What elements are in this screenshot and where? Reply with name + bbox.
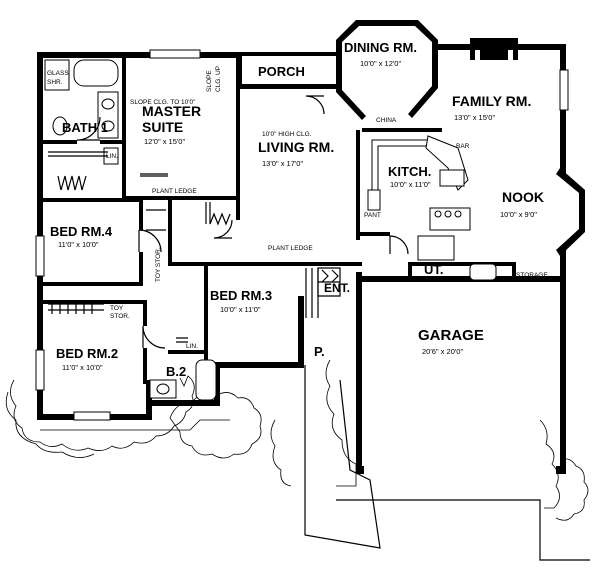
dining-room-dims: 10'0" x 12'0" (360, 59, 401, 68)
garage-dims: 20'6" x 20'0" (422, 347, 463, 356)
bed4-label: BED RM.4 (50, 224, 113, 239)
master-suite-dims: 12'0" x 15'0" (144, 137, 185, 146)
high-ceiling-note: 10'0" HIGH CLG. (262, 131, 312, 138)
glass-shower (44, 59, 70, 91)
room-labels: DINING RM. 10'0" x 12'0" FAMILY RM. 13'0… (50, 40, 544, 379)
windows (35, 49, 569, 421)
living-room-dims: 13'0" x 17'0" (262, 159, 303, 168)
closets (48, 151, 319, 318)
porch-label: PORCH (258, 64, 305, 79)
bath1-label: BATH 1 (62, 120, 108, 135)
toilet-1 (52, 116, 68, 136)
garage-label: GARAGE (418, 327, 484, 344)
master-suite-label-1: MASTER (142, 103, 201, 119)
bar (439, 169, 465, 187)
interior-walls (43, 58, 516, 384)
glass-shower-note-1: GLASS (47, 70, 69, 77)
living-room-label: LIVING RM. (258, 139, 334, 155)
doors (76, 95, 409, 349)
plan-notes: GLASS SHR. SLOPE CLG. TO 10'0" SLOPE CLG… (47, 66, 548, 350)
bath2-label: B.2 (166, 364, 186, 379)
plant-ledge-note-2: PLANT LEDGE (268, 245, 313, 252)
linen-note-1: LIN. (106, 153, 118, 160)
bath1-fixtures (44, 59, 119, 165)
bed3-label: BED RM.3 (210, 288, 272, 303)
bar-note: BAR (456, 143, 470, 150)
bed4-dims: 11'0" x 10'0" (58, 240, 99, 249)
bed3-dims: 10'0" x 11'0" (220, 305, 261, 314)
walkway (304, 365, 590, 561)
entry-label: ENT. (324, 281, 350, 295)
plant-ledge-note-1: PLANT LEDGE (152, 188, 197, 195)
bathtub-2 (195, 359, 217, 401)
master-suite-label-2: SUITE (142, 119, 183, 135)
dining-room-label: DINING RM. (344, 40, 417, 55)
nook-label: NOOK (502, 189, 544, 205)
family-room-label: FAMILY RM. (452, 93, 531, 109)
patio-label: P. (314, 344, 325, 359)
toy-storage-note-vertical: TOY STOR. (155, 247, 162, 282)
bed2-dims: 11'0" x 10'0" (62, 363, 103, 372)
bathtub-1 (73, 59, 119, 87)
storage-note: STORAGE (516, 272, 548, 279)
kitchen-dims: 10'0" x 11'0" (390, 180, 431, 189)
utility-label: UT. (424, 262, 444, 277)
bed2-label: BED RM.2 (56, 346, 118, 361)
family-room-dims: 13'0" x 15'0" (454, 113, 495, 122)
landscaping-right (270, 359, 589, 521)
entry-stairs (317, 267, 341, 297)
toy-storage-note-2: STOR. (110, 313, 130, 320)
kitchen-label: KITCH. (388, 164, 431, 179)
china-note: CHINA (376, 117, 397, 124)
glass-shower-note-2: SHR. (47, 79, 63, 86)
slope-ceiling-up-note: SLOPE (206, 70, 213, 92)
bath2-fixtures (149, 359, 217, 401)
slope-ceiling-note: SLOPE CLG. TO 10'0" (130, 99, 196, 106)
linen-note-2: LIN. (186, 343, 198, 350)
nook-dims: 10'0" x 9'0" (500, 210, 537, 219)
kitchen-fixtures (367, 135, 497, 281)
toy-storage-note-1: TOY (110, 305, 124, 312)
slope-ceiling-up-note-2: CLG. UP (215, 66, 222, 92)
washer-dryer (469, 263, 497, 281)
pantry-note: PANT (364, 212, 381, 219)
